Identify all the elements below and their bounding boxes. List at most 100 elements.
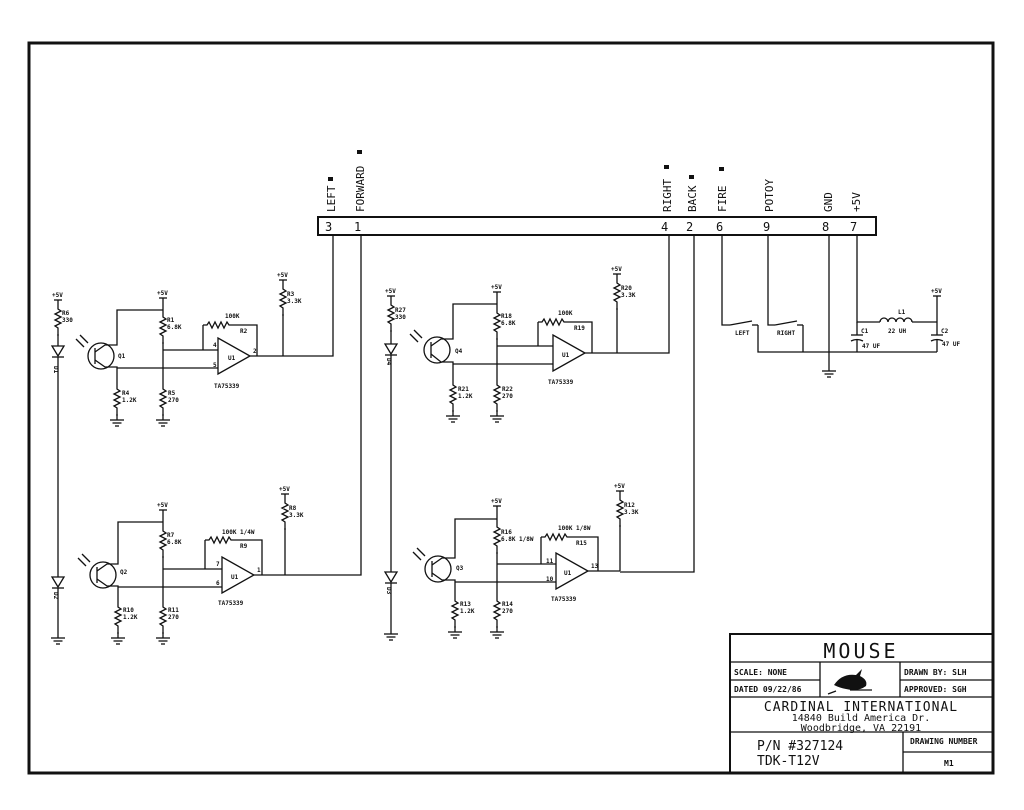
drawing-number: M1	[944, 759, 954, 768]
cap1-value: 47 UF	[862, 343, 880, 350]
svg-text:6.8K: 6.8K	[501, 320, 516, 327]
svg-text:Q3: Q3	[456, 565, 464, 572]
connector-pin-number: 2	[686, 220, 693, 234]
cap1-ref: C1	[861, 328, 869, 335]
svg-text:3.3K: 3.3K	[621, 292, 636, 299]
company-address-line1: 14840 Build America Dr.	[792, 713, 930, 724]
inductor-ref: L1	[898, 309, 906, 316]
svg-text:R4: R4	[122, 390, 130, 397]
svg-text:D4: D4	[385, 358, 392, 366]
connector-pin-number: 6	[716, 220, 723, 234]
inductor-value: 22 UH	[888, 328, 906, 335]
cap2-ref: C2	[941, 328, 949, 335]
svg-text:100K 1/4W: 100K 1/4W	[222, 529, 255, 536]
connector-signal-label: LEFT	[325, 185, 338, 212]
svg-text:10: 10	[546, 576, 554, 583]
svg-text:+5V: +5V	[614, 483, 625, 490]
drawn-by-field: DRAWN BY: SLH	[904, 668, 967, 677]
svg-text:Q1: Q1	[118, 353, 126, 360]
svg-text:TA75339: TA75339	[548, 379, 574, 386]
svg-text:5: 5	[213, 362, 217, 369]
svg-text:+5V: +5V	[279, 486, 290, 493]
svg-text:+5V: +5V	[52, 292, 63, 299]
connector-pin-number: 1	[354, 220, 361, 234]
company-name: CARDINAL INTERNATIONAL	[764, 700, 958, 715]
svg-text:R22: R22	[502, 386, 513, 393]
svg-text:R2: R2	[240, 328, 248, 335]
svg-text:6.8K 1/8W: 6.8K 1/8W	[501, 536, 534, 543]
svg-text:R11: R11	[168, 607, 179, 614]
connector-signal-label: +5V	[850, 192, 863, 212]
svg-text:R9: R9	[240, 543, 248, 550]
connector-signal-label: GND	[822, 192, 835, 212]
svg-text:1.2K: 1.2K	[458, 393, 473, 400]
company-address-line2: Woodbridge, VA 22191	[801, 723, 921, 734]
svg-text:3.3K: 3.3K	[289, 512, 304, 519]
svg-text:100K: 100K	[558, 310, 573, 317]
svg-text:4: 4	[213, 342, 217, 349]
drawing-border	[27, 41, 995, 775]
svg-text:R15: R15	[576, 540, 587, 547]
svg-text:U1: U1	[231, 574, 239, 581]
cardinal-logo	[827, 669, 872, 695]
svg-text:270: 270	[502, 393, 513, 400]
date-field: DATED 09/22/86	[734, 685, 802, 694]
svg-text:R13: R13	[460, 601, 471, 608]
svg-text:100K: 100K	[225, 313, 240, 320]
svg-text:330: 330	[395, 314, 406, 321]
svg-text:6.8K: 6.8K	[167, 324, 182, 331]
part-number: P/N #327124	[757, 739, 843, 754]
svg-text:R6: R6	[62, 310, 70, 317]
svg-text:270: 270	[168, 614, 179, 621]
svg-text:11: 11	[546, 558, 554, 565]
signal-wires	[283, 235, 695, 576]
svg-text:R3: R3	[287, 291, 295, 298]
sensor-circuit-3: D2 Q2 R10 1.2K +5V R7 6.8K R11 270 U1 7 …	[50, 486, 304, 645]
svg-text:R21: R21	[458, 386, 469, 393]
svg-text:R27: R27	[395, 307, 406, 314]
sensor-circuit-2: +5V R27 330 D4 Q4 R21 1.2K +5V R18 6.8K …	[383, 266, 636, 568]
svg-text:R20: R20	[621, 285, 632, 292]
svg-text:U1: U1	[228, 355, 236, 362]
drawing-title: MOUSE	[823, 639, 898, 663]
connector-signal-label: POTOY	[763, 179, 776, 212]
svg-text:+5V: +5V	[385, 288, 396, 295]
sensor-circuit-1: +5V R6 330 D1 Q1 R4 1.2K +5V R1 6.8K R5 …	[50, 272, 302, 572]
svg-text:270: 270	[168, 397, 179, 404]
connector-signal-label: FIRE	[716, 186, 729, 213]
svg-text:R19: R19	[574, 325, 585, 332]
svg-text:U1: U1	[562, 352, 570, 359]
svg-text:+5V: +5V	[491, 284, 502, 291]
svg-text:1.2K: 1.2K	[122, 397, 137, 404]
svg-text:TA75339: TA75339	[214, 383, 240, 390]
svg-text:D3: D3	[385, 587, 392, 595]
svg-text:TA75339: TA75339	[218, 600, 244, 607]
cap2-value: 47 UF	[942, 341, 960, 348]
svg-text:1.2K: 1.2K	[123, 614, 138, 621]
svg-text:R14: R14	[502, 601, 513, 608]
svg-text:D2: D2	[52, 592, 59, 600]
svg-text:U1: U1	[564, 570, 572, 577]
svg-text:330: 330	[62, 317, 73, 324]
svg-text:6.8K: 6.8K	[167, 539, 182, 546]
vcc-label: +5V	[931, 288, 942, 295]
svg-text:R12: R12	[624, 502, 635, 509]
svg-text:+5V: +5V	[611, 266, 622, 273]
svg-text:3.3K: 3.3K	[287, 298, 302, 305]
connector-signal-label: FORWARD	[354, 166, 367, 212]
connector-pin-number: 8	[822, 220, 829, 234]
svg-text:1.2K: 1.2K	[460, 608, 475, 615]
svg-text:R8: R8	[289, 505, 297, 512]
svg-text:3.3K: 3.3K	[624, 509, 639, 516]
connector-signal-label: RIGHT	[661, 179, 674, 212]
switch-left-label: LEFT	[735, 330, 750, 337]
connector-pin-number: 7	[850, 220, 857, 234]
sensor-circuit-4: D3 Q3 R13 1.2K +5V R16 6.8K 1/8W R14 270…	[383, 483, 639, 641]
svg-text:D1: D1	[52, 366, 59, 374]
svg-text:13: 13	[591, 563, 599, 570]
switch-right-label: RIGHT	[777, 330, 795, 337]
svg-text:+5V: +5V	[157, 502, 168, 509]
svg-text:+5V: +5V	[491, 498, 502, 505]
svg-text:R18: R18	[501, 313, 512, 320]
